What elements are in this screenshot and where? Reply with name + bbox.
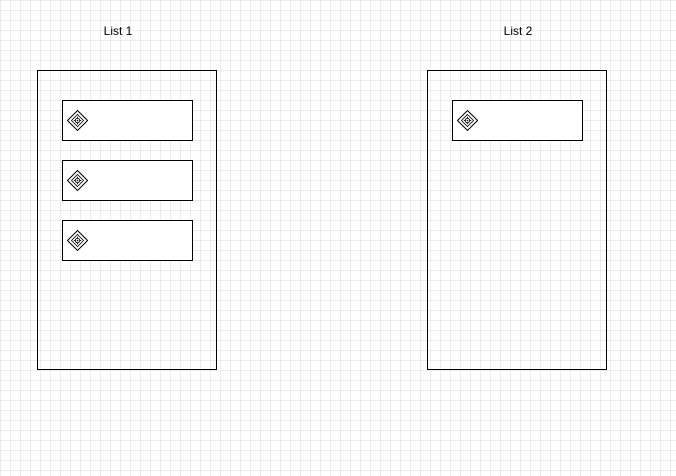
list-1-item-3[interactable] <box>62 220 193 261</box>
list-2-title: List 2 <box>503 24 533 38</box>
list-1-item-2[interactable] <box>62 160 193 201</box>
drag-handle-diamond-icon[interactable] <box>67 170 88 191</box>
list-2-panel[interactable] <box>427 70 607 370</box>
drag-handle-diamond-icon[interactable] <box>457 110 478 131</box>
list-1-title: List 1 <box>103 24 133 38</box>
list-1-item-1[interactable] <box>62 100 193 141</box>
drag-handle-diamond-icon[interactable] <box>67 110 88 131</box>
drag-handle-diamond-icon[interactable] <box>67 230 88 251</box>
list-1-panel[interactable] <box>37 70 217 370</box>
list-2-item-1[interactable] <box>452 100 583 141</box>
